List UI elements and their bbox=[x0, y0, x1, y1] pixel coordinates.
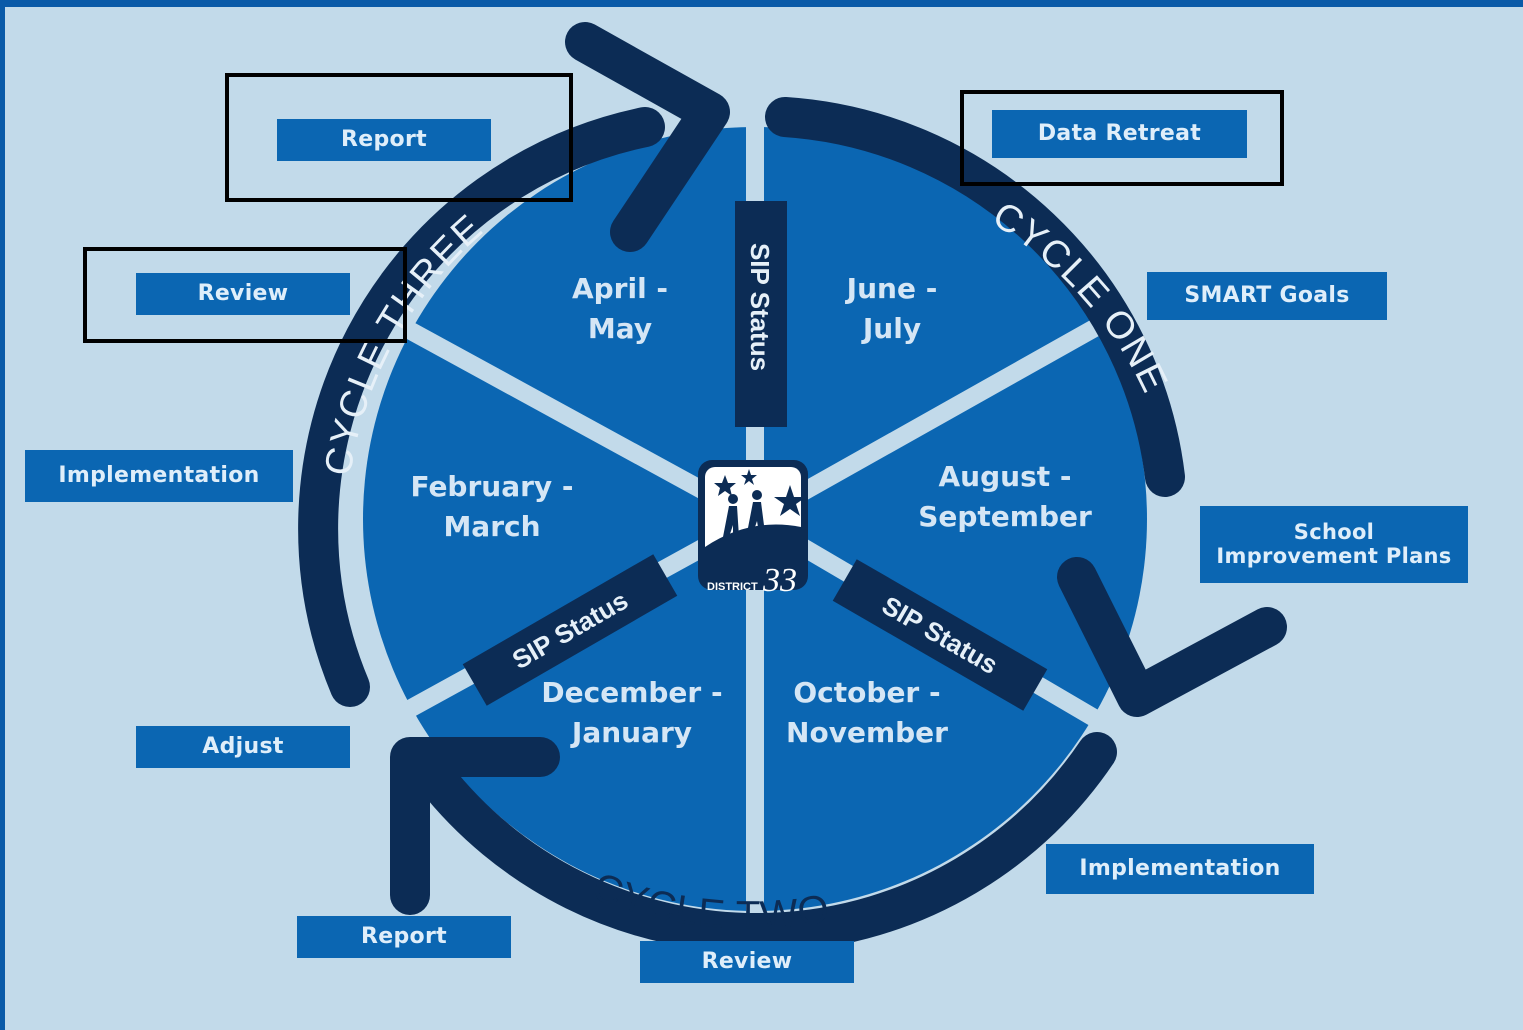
segment-august-september: August - September bbox=[885, 457, 1125, 537]
segment-line2: March bbox=[443, 510, 541, 543]
tag-line1: School bbox=[1293, 520, 1375, 545]
segment-line2: July bbox=[862, 312, 922, 345]
segment-february-march: February - March bbox=[372, 467, 612, 547]
tag-data-retreat: Data Retreat bbox=[992, 110, 1247, 158]
segment-line1: October - bbox=[793, 676, 941, 709]
highlight-frame-data-retreat bbox=[960, 90, 1284, 186]
cycle-arrows bbox=[298, 22, 1287, 954]
cycle-three-arc bbox=[298, 107, 665, 707]
highlight-frame-report bbox=[225, 73, 573, 202]
sip-status-top: SIP Status bbox=[735, 201, 787, 427]
tag-report-top: Report bbox=[277, 119, 491, 161]
tag-line2: Improvement Plans bbox=[1216, 543, 1452, 568]
segment-line1: February - bbox=[410, 470, 574, 503]
cycle-two-arrowhead bbox=[390, 737, 560, 915]
figures-icon bbox=[723, 490, 765, 537]
star-icon bbox=[714, 469, 806, 516]
tag-adjust: Adjust bbox=[136, 726, 350, 768]
segment-line1: April - bbox=[571, 272, 669, 305]
segment-line2: May bbox=[587, 312, 653, 345]
svg-text:DISTRICT: DISTRICT bbox=[707, 581, 758, 593]
cycle-two-arc bbox=[415, 732, 1117, 954]
cycle-three-arrowhead bbox=[565, 22, 730, 252]
segment-line2: November bbox=[786, 716, 948, 749]
tag-implementation-right: Implementation bbox=[1046, 844, 1314, 894]
cycle-wheel: CYCLE ONE CYCLE THREE CYCLE TWO SIP Stat… bbox=[298, 22, 1287, 954]
tag-review-bottom: Review bbox=[640, 941, 854, 983]
segment-december-january: December - January bbox=[512, 673, 752, 753]
tag-school-improvement-plans: School Improvement Plans bbox=[1200, 506, 1468, 583]
svg-text:33: 33 bbox=[762, 562, 797, 599]
segment-line1: December - bbox=[541, 676, 723, 709]
segment-line1: August - bbox=[938, 460, 1072, 493]
cycle-one-arrowhead bbox=[1057, 557, 1287, 717]
tag-implementation-left: Implementation bbox=[25, 450, 293, 502]
segment-line2: January bbox=[571, 716, 693, 749]
tag-smart-goals: SMART Goals bbox=[1147, 272, 1387, 320]
tag-review-top: Review bbox=[136, 273, 350, 315]
segment-line2: September bbox=[918, 500, 1092, 533]
tag-report-bottom: Report bbox=[297, 916, 511, 958]
diagram-canvas: CYCLE ONE CYCLE THREE CYCLE TWO SIP Stat… bbox=[5, 7, 1523, 1030]
highlight-frame-review bbox=[83, 247, 407, 343]
segment-line1: June - bbox=[846, 272, 938, 305]
segment-june-july: June - July bbox=[772, 269, 1012, 349]
cycle-one-arc bbox=[765, 97, 1185, 497]
segment-april-may: April - May bbox=[500, 269, 740, 349]
segment-october-november: October - November bbox=[747, 673, 987, 753]
district-logo: DISTRICT 33 bbox=[698, 460, 808, 599]
svg-text:SIP Status: SIP Status bbox=[745, 243, 775, 371]
